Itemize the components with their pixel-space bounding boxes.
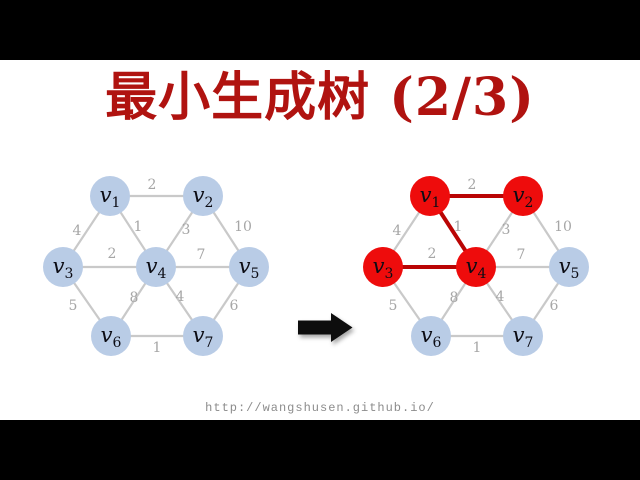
graph-original-weight-v4-v7: 4 [176,289,185,305]
graph-mst-partial-weight-v1-v3: 4 [393,223,402,239]
graph-mst-partial-node-label-v2: v2 [513,183,534,211]
graph-original-node-v5 [229,247,269,287]
graph-mst-partial-node-label-v1: v1 [420,183,441,211]
graph-original-weight-v1-v2: 2 [148,177,157,193]
graph-mst-partial-node-label-v5: v5 [559,254,580,282]
graph-original-weight-v4-v6: 8 [130,290,139,306]
graph-mst-partial-node-v3 [363,247,403,287]
graph-mst-partial-weight-v4-v7: 4 [496,289,505,305]
graph-mst-partial-weight-v2-v4: 3 [502,222,511,238]
graph-mst-partial-node-label-v3: v3 [373,254,394,282]
letterbox-bottom [0,420,640,480]
graph-original-node-v1 [90,176,130,216]
graph-mst-partial-weight-v4-v5: 7 [517,247,526,263]
graph-mst-partial-node-label-v4: v4 [466,254,487,282]
graph-mst-partial-node-v5 [549,247,589,287]
graph-mst-partial-node-label-v7: v7 [513,323,534,351]
graph-original-node-label-v1: v1 [100,183,121,211]
graph-mst-partial-node-v6 [411,316,451,356]
graph-mst-partial-node-v4 [456,247,496,287]
graph-mst-partial-weight-v1-v2: 2 [468,177,477,193]
graph-original-weight-v5-v7: 6 [230,298,239,314]
graph-original-weight-v2-v5: 10 [234,219,252,235]
graph-original-node-label-v5: v5 [239,254,260,282]
graph-mst-partial: 2 4 1 3 10 2 7 5 8 4 6 1 v1 v2 v3 v4 v5 v6 v7 [363,176,589,356]
graphs-svg: 2 4 1 3 10 2 7 5 8 4 6 1 v1 v2 v3 v4 v5 v6 v7 2 4 1 3 10 2 7 5 8 4 6 1… [43,176,589,356]
graph-original-weight-v1-v3: 4 [73,223,82,239]
graph-original-node-label-v4: v4 [146,254,167,282]
letterbox-top [0,0,640,60]
graph-original-weight-v3-v6: 5 [69,298,78,314]
graph-mst-partial-weight-v3-v4: 2 [428,246,437,262]
graph-original-node-v4 [136,247,176,287]
graph-original-weight-v2-v4: 3 [182,222,191,238]
graph-mst-partial-node-v2 [503,176,543,216]
graph-mst-partial-node-v7 [503,316,543,356]
right-arrow-shape [298,313,353,342]
graph-original-node-v6 [91,316,131,356]
graph-original-node-v2 [183,176,223,216]
graph-mst-partial-weight-v2-v5: 10 [554,219,572,235]
graph-original-weight-v4-v5: 7 [197,247,206,263]
graph-original-node-label-v3: v3 [53,254,74,282]
slide-title: 最小生成树 (2/3) [105,67,535,128]
graph-original-weight-v3-v4: 2 [108,246,117,262]
graph-mst-partial-weight-v1-v4: 1 [454,219,463,235]
graph-original-weight-v1-v4: 1 [134,219,143,235]
graph-original: 2 4 1 3 10 2 7 5 8 4 6 1 v1 v2 v3 v4 v5 v6 v7 [43,176,269,356]
transform-arrow-icon [298,313,353,342]
graph-mst-partial-weight-v6-v7: 1 [473,340,482,356]
graph-mst-partial-weight-v5-v7: 6 [550,298,559,314]
graph-original-weight-v6-v7: 1 [153,340,162,356]
graph-mst-partial-weight-v4-v6: 8 [450,290,459,306]
graph-mst-partial-node-label-v6: v6 [421,323,442,351]
graph-mst-partial-weight-v3-v6: 5 [389,298,398,314]
graph-original-node-v3 [43,247,83,287]
graph-mst-partial-node-v1 [410,176,450,216]
graph-original-node-label-v7: v7 [193,323,214,351]
graph-original-node-label-v6: v6 [101,323,122,351]
graph-original-node-label-v2: v2 [193,183,214,211]
footer-url: http://wangshusen.github.io/ [205,401,435,415]
graph-original-node-v7 [183,316,223,356]
